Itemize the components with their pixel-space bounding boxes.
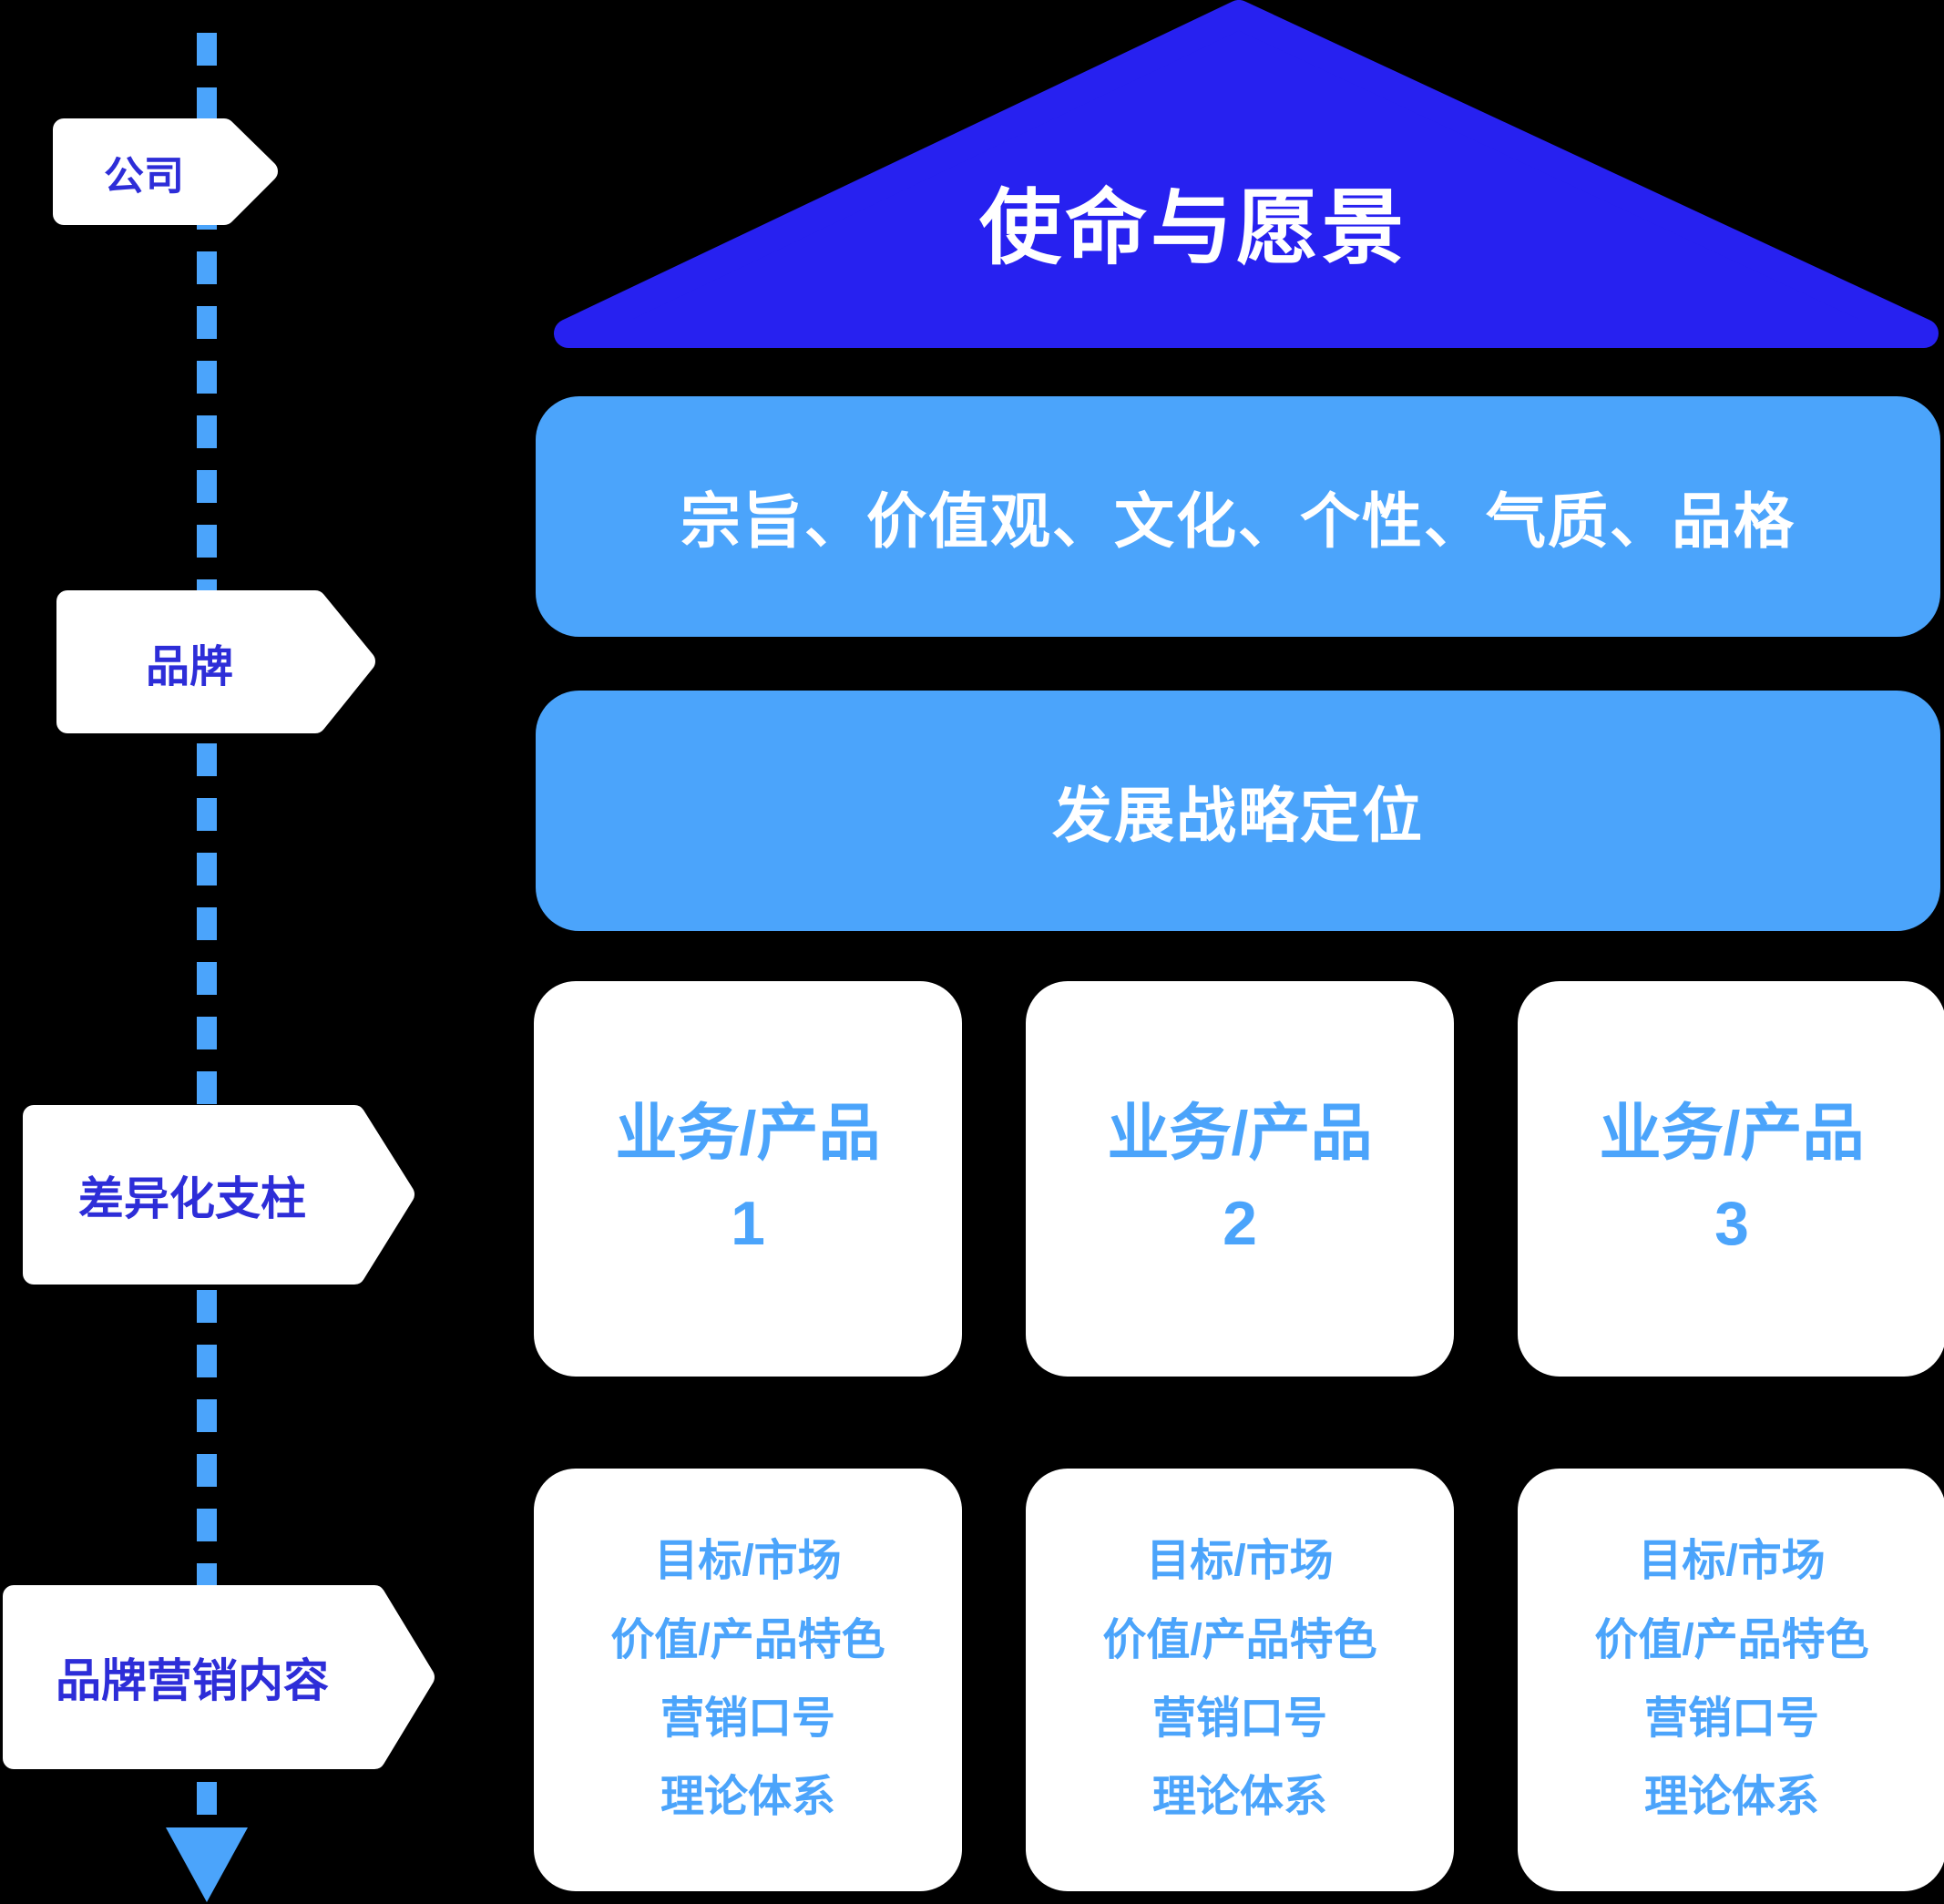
content-line: 理论体系 [660,1773,835,1822]
pillar-box-3: 业务/产品 3 [1518,981,1944,1377]
content-line: 目标/市场 [1638,1537,1826,1586]
content-line: 目标/市场 [1146,1537,1334,1586]
pillar-title: 业务/产品 [1107,1099,1373,1169]
content-line: 价值/产品特色 [610,1615,885,1664]
label-pentagon-brand [56,590,375,733]
values-bar: 宗旨、价值观、文化、个性、气质、品格 [536,396,1940,637]
content-line: 价值/产品特色 [1102,1615,1377,1664]
timeline-dashed-line [197,33,217,1822]
content-box-1: 目标/市场 价值/产品特色 营销口号 理论体系 [534,1469,962,1891]
content-line: 营销口号 [1643,1694,1819,1743]
content-line: 营销口号 [660,1694,835,1743]
content-line: 目标/市场 [654,1537,842,1586]
roof-title: 使命与愿景 [979,183,1407,274]
content-line: 价值/产品特色 [1594,1615,1869,1664]
timeline-label-brand: 品牌 [145,642,233,691]
label-pentagon-marketing [3,1585,435,1769]
timeline-label-company: 公司 [104,153,184,199]
strategy-bar: 发展战略定位 [536,691,1940,931]
content-line: 理论体系 [1151,1773,1327,1822]
pillar-box-2: 业务/产品 2 [1026,981,1454,1377]
roof-triangle-shape [554,0,1939,348]
pillar-number: 3 [1714,1189,1749,1258]
pillar-title: 业务/产品 [615,1099,881,1169]
pillar-title: 业务/产品 [1599,1099,1865,1169]
timeline-arrow-down-icon [166,1827,248,1902]
content-line: 理论体系 [1643,1773,1819,1822]
label-pentagon-company [53,118,278,225]
pillar-number: 1 [731,1189,765,1258]
content-line: 营销口号 [1151,1694,1327,1743]
pillar-box-1: 业务/产品 1 [534,981,962,1377]
content-box-2: 目标/市场 价值/产品特色 营销口号 理论体系 [1026,1469,1454,1891]
pillar-number: 2 [1223,1189,1257,1258]
label-pentagon-pillars [23,1105,414,1285]
timeline-label-marketing: 品牌营销内容 [56,1655,329,1706]
timeline-label-pillars: 差异化支柱 [78,1172,306,1224]
content-box-3: 目标/市场 价值/产品特色 营销口号 理论体系 [1518,1469,1944,1891]
